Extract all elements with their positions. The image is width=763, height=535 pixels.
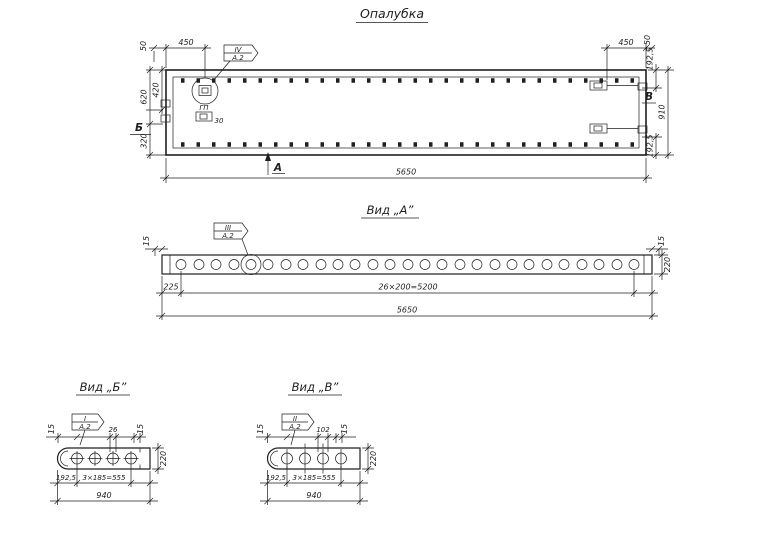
- view-label-a: А: [273, 162, 282, 174]
- dim-lines-v-top: [256, 433, 356, 452]
- dim-lines-top-left: [149, 44, 211, 77]
- view-label-v: В: [645, 91, 653, 103]
- dim-320: 320: [140, 133, 149, 148]
- dim-lines-a-left15: [145, 245, 168, 256]
- embedded-plate-label: ГП: [199, 104, 209, 112]
- embedded-plate-dim: 30: [215, 117, 224, 125]
- callout-number: IV: [235, 46, 243, 54]
- view-v-callout-flag: II А.2: [281, 413, 315, 446]
- callout-sheet: А.2: [288, 423, 301, 431]
- view-b-holes: [69, 448, 141, 469]
- dim-15-right-v: 15: [340, 424, 349, 434]
- callout-flag-shape: [281, 413, 315, 446]
- dim-450-right: 450: [618, 38, 633, 47]
- dim-220-v: 220: [369, 451, 378, 466]
- dim-5650-a: 5650: [397, 306, 417, 315]
- plan-view: ГП 30: [160, 60, 648, 156]
- dim-lines-a-bottom: [156, 271, 658, 320]
- dim-26: 26: [109, 426, 118, 434]
- dim-15-left-b: 15: [47, 424, 56, 434]
- view-v: Вид „В” II А.2 15 102 15 192,5 3×185=555…: [256, 380, 378, 505]
- callout-flag-shape: [213, 222, 249, 240]
- dim-15-left-a: 15: [142, 236, 151, 246]
- plan-embedded-plate: [195, 111, 213, 122]
- view-b: Вид „Б” I А.2 15 26 15 192,5 3×185=555 9…: [46, 380, 168, 505]
- callout-number: II: [293, 415, 297, 423]
- dim-225: 225: [163, 283, 178, 292]
- plan-right-edge-details: [589, 80, 648, 134]
- plan-detail-node: [191, 60, 231, 105]
- view-b-inner-arc: [60, 450, 69, 467]
- dim-102: 102: [316, 426, 330, 434]
- dim-lines-b-bottom: [50, 466, 158, 505]
- view-a-bar: [161, 254, 653, 275]
- dim-1925-top: 192,5: [646, 48, 655, 71]
- callout-number: I: [84, 415, 86, 423]
- dim-lines-right: [642, 64, 674, 159]
- dim-15-left-v: 15: [256, 424, 265, 434]
- view-v-dimensions: 15 102 15 192,5 3×185=555 940 220: [256, 424, 378, 505]
- dim-1925-bottom: 192,5: [646, 135, 655, 158]
- view-a-arrow-head: [265, 152, 271, 161]
- view-a-dimensions: 15 15 225 26×200=5200 5650 220: [142, 236, 672, 320]
- plan-dimensions: 50 450 450 50 192,5 192,5 910 420 620 32…: [139, 35, 674, 183]
- view-b-dimensions: 15 26 15 192,5 3×185=555 940 220: [46, 424, 168, 505]
- view-v-title: Вид „В”: [292, 380, 340, 394]
- view-b-title: Вид „Б”: [80, 380, 128, 394]
- dim-pattern-b: 3×185=555: [83, 474, 126, 482]
- callout-flag-shape: [223, 44, 259, 62]
- dim-pattern-a: 26×200=5200: [378, 283, 437, 292]
- callout-sheet: А.2: [78, 423, 91, 431]
- view-a-detail-circle: [240, 254, 262, 275]
- dim-50-left: 50: [139, 41, 148, 51]
- dim-lines-a-height: [654, 249, 668, 280]
- plan-callout-flag: IV А.2: [223, 44, 259, 62]
- dim-940-b: 940: [96, 491, 111, 500]
- dim-lines-top-right: [601, 44, 656, 80]
- dim-pattern-v: 3×185=555: [293, 474, 336, 482]
- dim-940-v: 940: [306, 491, 321, 500]
- view-v-bar: [266, 447, 361, 470]
- dim-15-right-a: 15: [657, 236, 666, 246]
- view-v-holes: [281, 443, 347, 474]
- callout-sheet: А.2: [231, 54, 244, 62]
- dim-lines-v-bottom: [260, 466, 368, 505]
- plan-left-edge-details: [160, 99, 171, 123]
- view-b-callout-flag: I А.2: [71, 413, 105, 446]
- dim-lines-b-top: [46, 433, 146, 452]
- dim-220-b: 220: [159, 451, 168, 466]
- drawing-title: Опалубка: [360, 6, 424, 21]
- view-a-callout-leader: [241, 238, 249, 256]
- plan-view-labels: Б А В: [130, 91, 656, 175]
- view-a: Вид „А” III А.2 15 15 225: [142, 203, 672, 320]
- dim-5650-plan: 5650: [396, 168, 416, 177]
- callout-sheet: А.2: [221, 232, 234, 240]
- view-a-title: Вид „А”: [367, 203, 415, 217]
- dim-910: 910: [658, 104, 667, 119]
- callout-flag-shape: [71, 413, 105, 446]
- view-a-holes: [175, 259, 640, 270]
- dim-50-right: 50: [643, 35, 652, 45]
- view-b-bar: [56, 447, 151, 470]
- plan-outline: [165, 69, 647, 156]
- dim-1925-v: 192,5: [266, 474, 287, 482]
- plan-inner-outline: [172, 76, 640, 149]
- dim-620: 620: [140, 89, 149, 104]
- dim-lines-b-height: [152, 443, 164, 474]
- callout-number: III: [225, 224, 231, 232]
- view-a-callout-flag: III А.2: [213, 222, 249, 240]
- dim-15-right-b: 15: [136, 424, 145, 434]
- dim-1925-b: 192,5: [56, 474, 77, 482]
- dim-lines-v-height: [362, 443, 374, 474]
- view-a-end-plates: [169, 255, 645, 274]
- dim-450-left: 450: [178, 38, 193, 47]
- dim-220-a: 220: [663, 257, 672, 272]
- dim-lines-a-right15: [646, 245, 668, 256]
- dim-420: 420: [152, 82, 161, 97]
- view-v-inner-arc: [270, 450, 279, 467]
- dim-lines-bottom: [160, 158, 652, 183]
- dim-lines-left: [146, 66, 168, 159]
- view-label-b: Б: [135, 122, 143, 134]
